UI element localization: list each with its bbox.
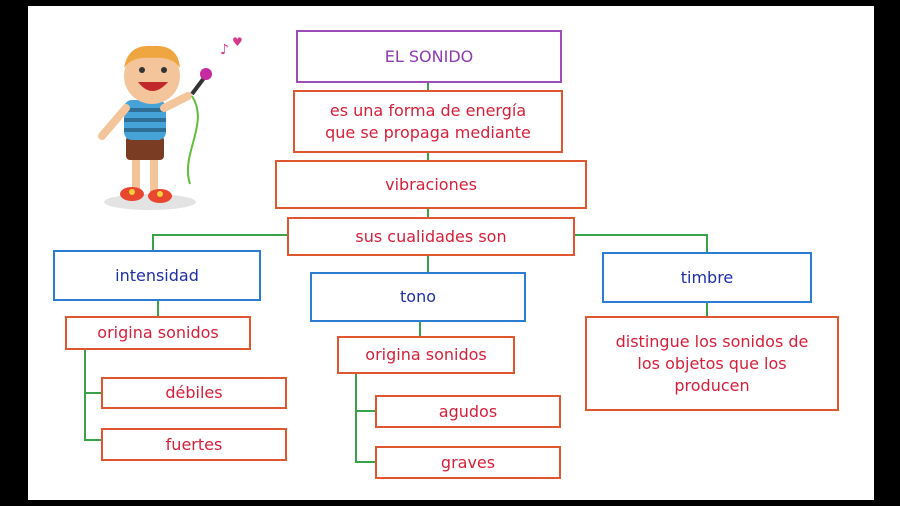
fuertes-box: fuertes — [101, 428, 287, 461]
cualidades-text: sus cualidades son — [355, 226, 507, 246]
vibraciones-text: vibraciones — [385, 174, 477, 194]
cualidades-box: sus cualidades son — [287, 217, 575, 256]
connector — [575, 234, 708, 252]
intensidad-origina-box: origina sonidos — [65, 316, 251, 350]
agudos-box: agudos — [375, 395, 561, 428]
title-text: EL SONIDO — [384, 46, 474, 66]
title-box: EL SONIDO — [296, 30, 562, 83]
timbre-description-box: distingue los sonidos de los objetos que… — [585, 316, 839, 411]
vibraciones-box: vibraciones — [275, 160, 587, 209]
intensidad-box: intensidad — [53, 250, 261, 301]
intensidad-origina-text: origina sonidos — [97, 323, 219, 342]
connector — [355, 374, 375, 463]
graves-box: graves — [375, 446, 561, 479]
tono-box: tono — [310, 272, 526, 322]
timbre-box: timbre — [602, 252, 812, 303]
intensidad-label: intensidad — [115, 265, 199, 285]
tono-label: tono — [400, 287, 436, 306]
definition-line-1: es una forma de energía — [329, 100, 527, 120]
tono-origina-text: origina sonidos — [365, 345, 487, 364]
child-singing-icon: ♪ ♥ — [98, 35, 243, 210]
diagram-canvas: ♪ ♥ EL SONIDO es una forma de energía qu… — [28, 6, 874, 500]
svg-text:♪: ♪ — [220, 42, 229, 58]
definition-line-2: que se propaga mediante — [325, 122, 531, 142]
debiles-box: débiles — [101, 377, 287, 409]
timbre-label: timbre — [680, 267, 734, 287]
svg-text:♥: ♥ — [232, 35, 243, 49]
fuertes-text: fuertes — [165, 434, 223, 454]
timbre-line-3: producen — [674, 375, 750, 395]
connector — [84, 347, 101, 441]
definition-box: es una forma de energía que se propaga m… — [293, 90, 563, 153]
timbre-line-1: distingue los sonidos de — [615, 331, 809, 351]
timbre-line-2: los objetos que los — [637, 353, 787, 373]
debiles-text: débiles — [165, 383, 223, 402]
connector — [152, 234, 287, 250]
graves-text: graves — [440, 452, 496, 472]
tono-origina-box: origina sonidos — [337, 336, 515, 374]
agudos-text: agudos — [438, 401, 498, 421]
